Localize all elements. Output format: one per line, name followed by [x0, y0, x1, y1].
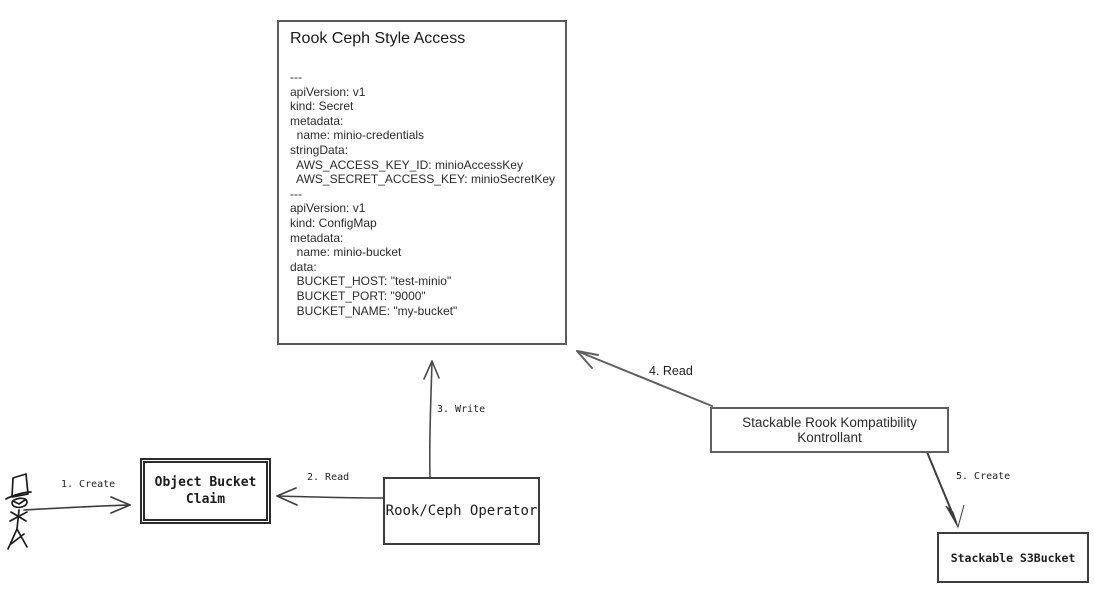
node-stackable-s3bucket[interactable]: Stackable S3Bucket [937, 532, 1089, 583]
yaml-manifest-text: --- apiVersion: v1 kind: Secret metadata… [290, 70, 555, 318]
arrow-read-2[interactable] [276, 487, 384, 506]
arrow-label-2-read: 2. Read [307, 472, 350, 483]
node-object-bucket-claim[interactable]: Object Bucket Claim [140, 458, 271, 524]
node-kontrollant-label: Stackable Rook Kompatibility Kontrollant [742, 415, 917, 445]
arrow-label-3-write: 3. Write [437, 404, 486, 415]
user-stick-figure-icon[interactable] [5, 473, 32, 550]
node-stackable-rook-kompatibility-kontrollant[interactable]: Stackable Rook Kompatibility Kontrollant [710, 407, 949, 453]
node-s3bucket-label: Stackable S3Bucket [950, 550, 1076, 565]
node-object-bucket-claim-label: Object Bucket Claim [154, 475, 257, 507]
arrow-label-5-create: 5. Create [956, 471, 1011, 482]
arrow-create-5[interactable] [926, 451, 965, 529]
arrow-label-4-read: 4. Read [649, 364, 693, 378]
main-box-title: Rook Ceph Style Access [290, 30, 466, 47]
arrow-label-1-create: 1. Create [61, 479, 116, 490]
arrow-read-4[interactable] [576, 350, 713, 407]
arrow-write-3[interactable] [423, 360, 440, 478]
node-rook-ceph-operator-label: Rook/Ceph Operator [385, 503, 538, 519]
arrow-create-1[interactable] [23, 496, 131, 514]
node-rook-ceph-operator[interactable]: Rook/Ceph Operator [383, 477, 540, 545]
node-rook-ceph-style-access[interactable]: Rook Ceph Style Access --- apiVersion: v… [277, 20, 567, 345]
